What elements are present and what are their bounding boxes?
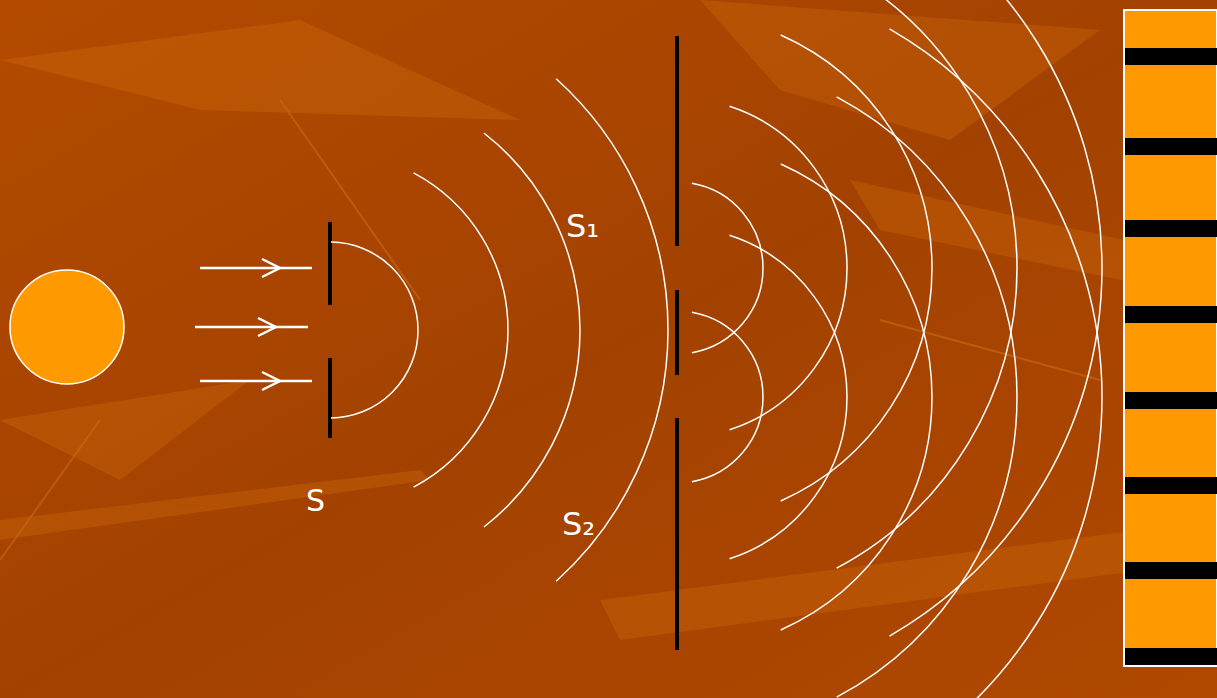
dark-fringe xyxy=(1125,220,1217,237)
background-streaks xyxy=(0,0,1217,640)
dark-fringe xyxy=(1125,392,1217,409)
slit-label: S₂ xyxy=(562,508,595,540)
background-lines xyxy=(0,100,1100,560)
dark-fringe xyxy=(1125,562,1217,579)
double-slit-barrier xyxy=(675,36,679,650)
wavefronts-from-slits xyxy=(692,0,1102,698)
dark-fringe xyxy=(1125,648,1217,665)
wavefront xyxy=(331,242,418,418)
dark-fringe xyxy=(1125,477,1217,494)
wavefront xyxy=(890,0,1103,636)
single-slit-barrier xyxy=(328,222,332,438)
wavefront xyxy=(414,173,508,487)
dark-fringe xyxy=(1125,138,1217,155)
slit-label: S xyxy=(306,486,325,516)
wavefronts-from-s xyxy=(331,79,668,581)
wavefront xyxy=(484,133,580,527)
fringe-screen xyxy=(1124,10,1217,666)
wavefront xyxy=(781,164,932,630)
wavefront xyxy=(837,97,1017,697)
wavefront xyxy=(781,35,932,501)
dark-fringe xyxy=(1125,306,1217,323)
light-source xyxy=(10,270,124,384)
wavefront xyxy=(890,29,1103,698)
wavefront xyxy=(556,79,668,581)
dark-fringe xyxy=(1125,48,1217,65)
wavefront xyxy=(837,0,1017,568)
incident-rays xyxy=(195,259,312,390)
slit-label: S₁ xyxy=(566,210,599,242)
wavefront xyxy=(730,235,847,558)
wavefront xyxy=(692,312,763,481)
